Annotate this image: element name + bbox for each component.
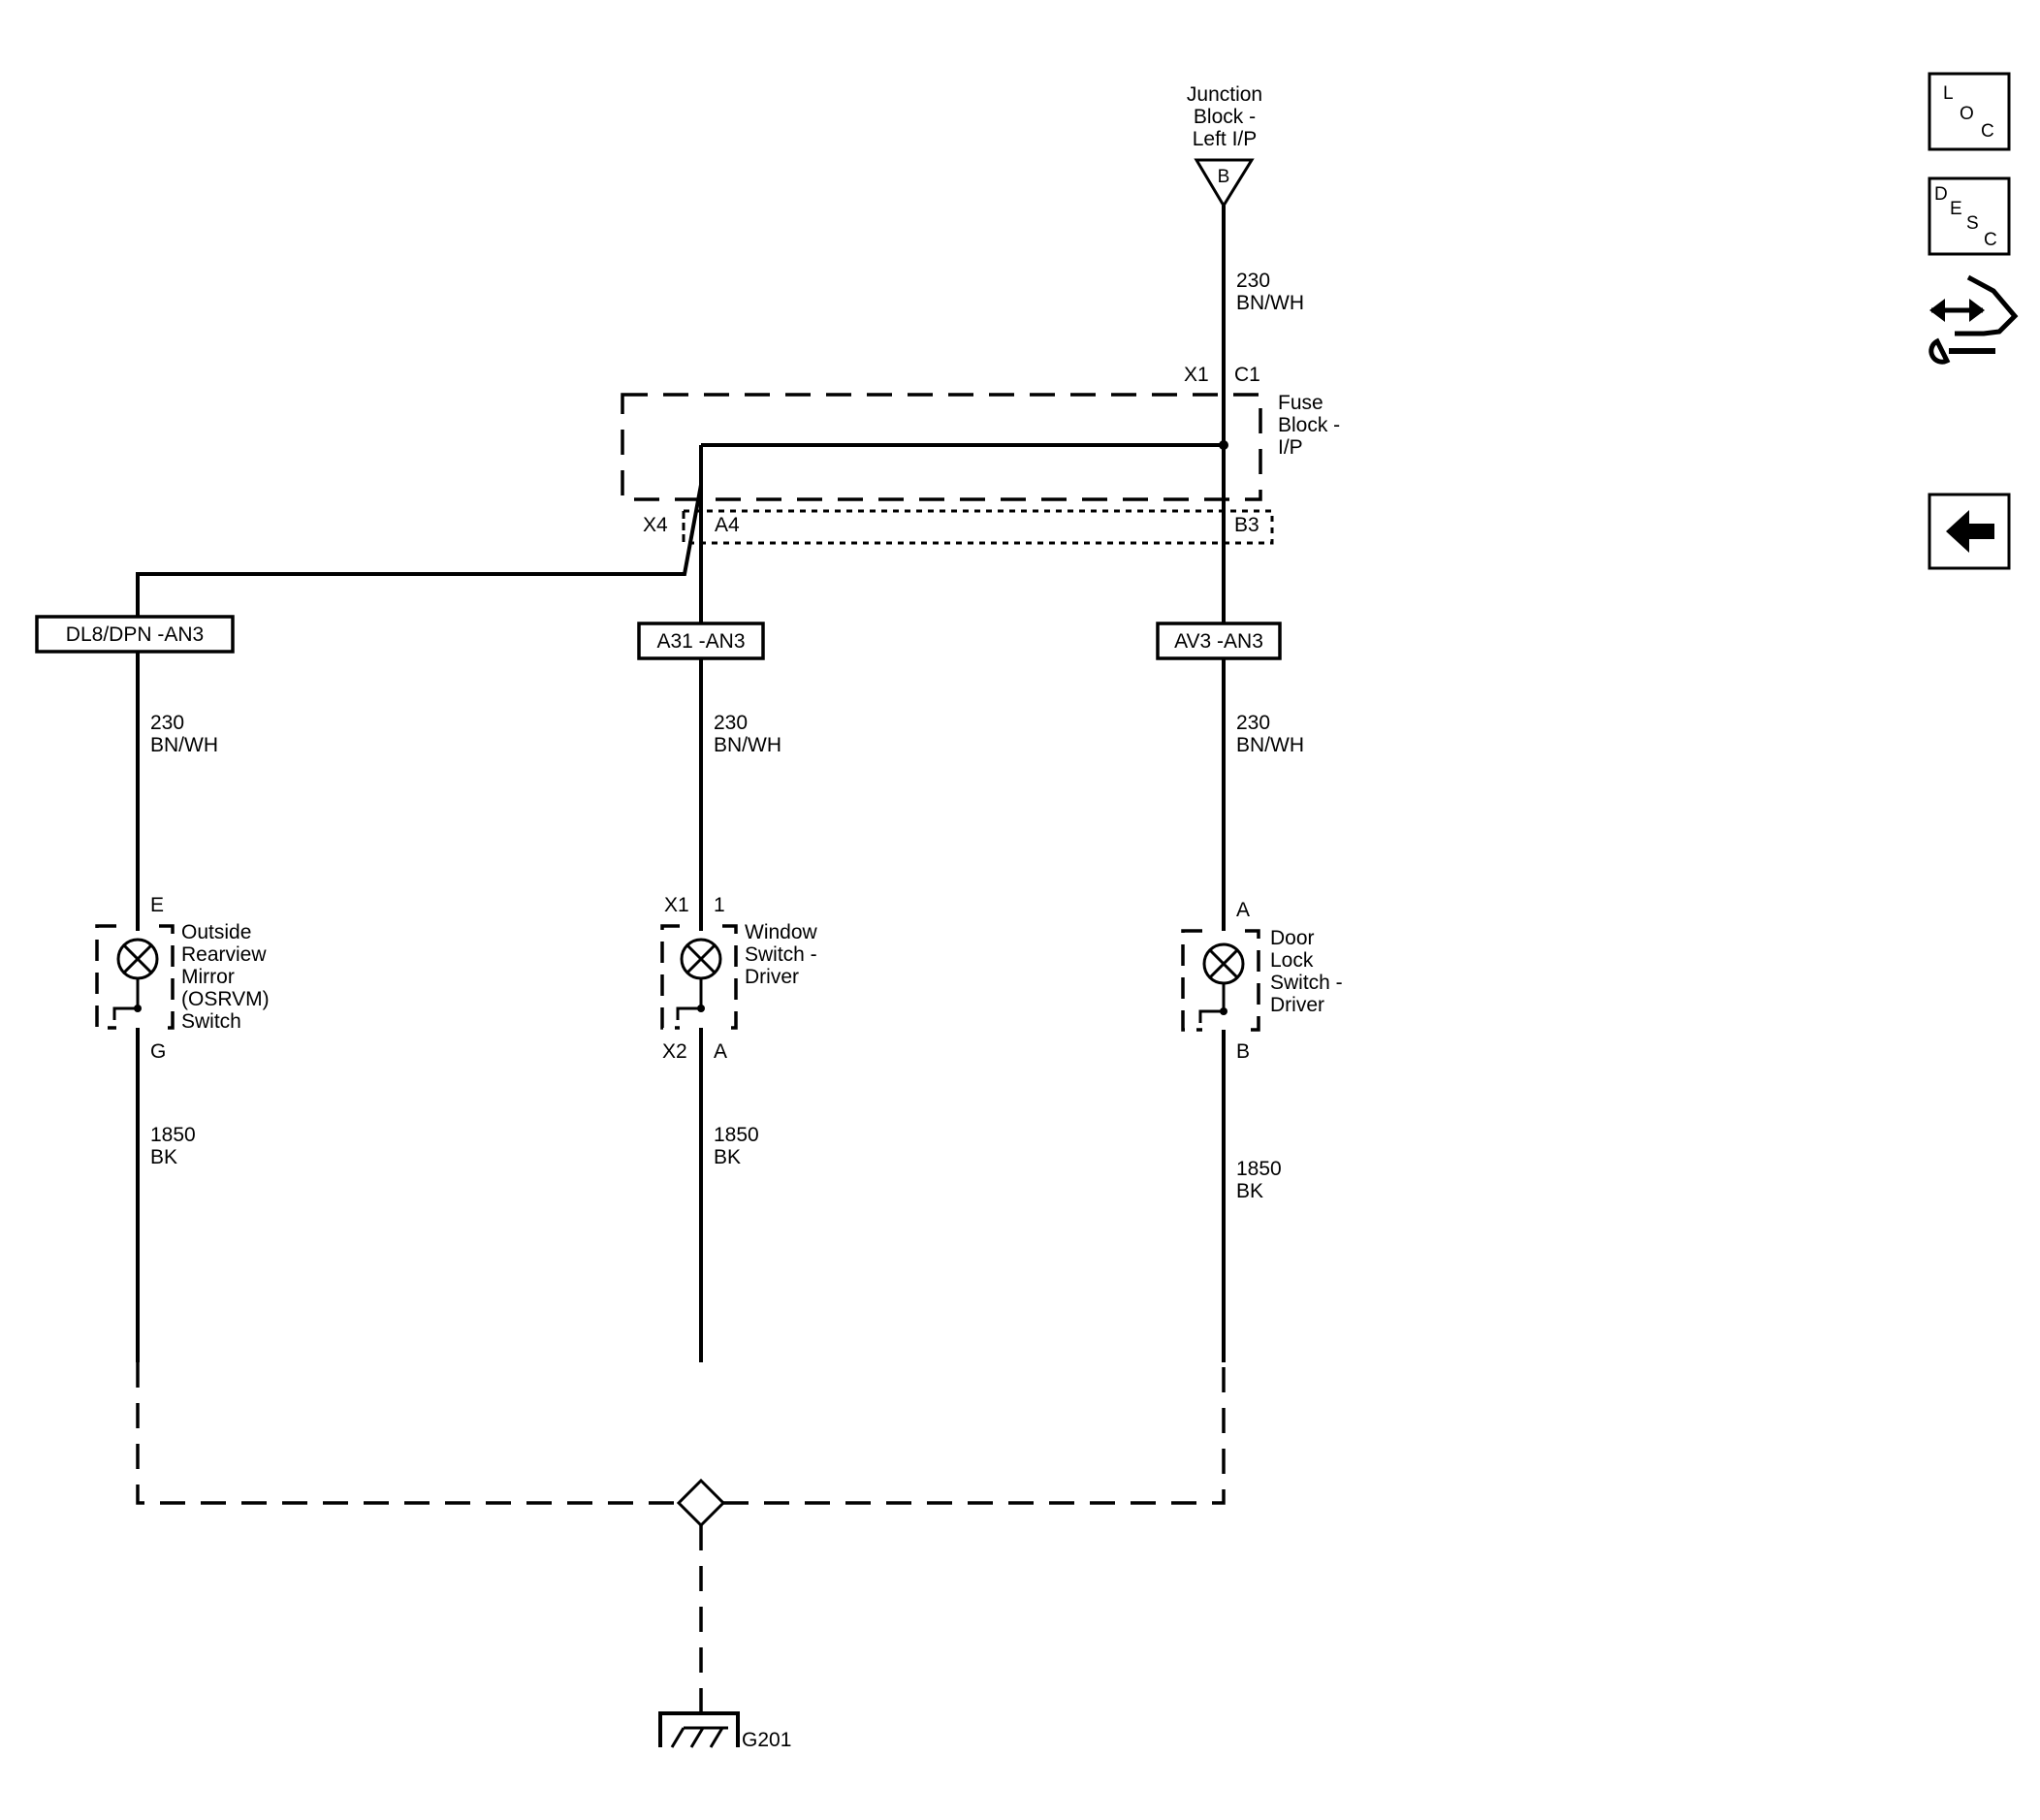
window-label-1: Window	[745, 921, 818, 943]
location-icon: L O C	[1943, 83, 1994, 142]
branch-2-gauge: 230	[714, 712, 748, 734]
fuse-block-pin-left: A4	[715, 514, 740, 536]
door-lock-label-3: Switch -	[1270, 972, 1343, 994]
fuse-block-label-line3: I/P	[1278, 436, 1303, 459]
door-lock-switch: A Door Lock Switch - Driver B	[1181, 899, 1343, 1063]
osrvm-label-4: (OSRVM)	[181, 988, 270, 1010]
fuse-block-pin-right: B3	[1234, 514, 1259, 536]
desc-letter-4: C	[1984, 230, 1997, 250]
ground-icon	[658, 1711, 740, 1747]
loc-letter-2: O	[1960, 104, 1974, 124]
option-tag-2: A31 -AN3	[637, 622, 765, 660]
branch-2-ground-color: BK	[714, 1146, 741, 1168]
window-switch-bracket	[660, 924, 738, 1030]
ground-bus-dashed	[136, 1362, 1226, 1505]
top-wire-color: BN/WH	[1236, 292, 1304, 314]
window-pin-bottom: A	[714, 1040, 727, 1063]
description-icon: D E S C	[1934, 184, 1997, 250]
door-lock-pin-top: A	[1236, 899, 1250, 921]
loc-letter-3: C	[1981, 121, 1994, 142]
door-lock-label-4: Driver	[1270, 994, 1324, 1016]
fuse-block-outline	[621, 393, 1262, 501]
window-conn-top: X1	[664, 894, 689, 916]
window-pin-top: 1	[714, 894, 725, 916]
door-lock-label-1: Door	[1270, 927, 1315, 949]
branch-1-ground-gauge: 1850	[150, 1124, 196, 1146]
desc-letter-1: D	[1934, 184, 1948, 205]
window-switch: X1 1 Window Switch - Driver X2 A	[660, 894, 818, 1063]
door-lock-pin-bottom: B	[1236, 1040, 1250, 1063]
fuse-block-label-line1: Fuse	[1278, 392, 1323, 414]
wire-a4-to-left-branch	[136, 484, 703, 625]
osrvm-contact-icon	[112, 978, 140, 1020]
branch-3-color: BN/WH	[1236, 734, 1304, 756]
branch-1-gauge: 230	[150, 712, 184, 734]
branch-2-color: BN/WH	[714, 734, 781, 756]
osrvm-label-5: Switch	[181, 1010, 241, 1033]
connector-info-button[interactable]	[1928, 274, 2019, 365]
branch-1-ground-color: BK	[150, 1146, 177, 1168]
option-tag-3: AV3 -AN3	[1156, 622, 1282, 660]
ground-g201: G201	[658, 1711, 791, 1751]
fuse-block-label-line2: Block -	[1278, 414, 1340, 436]
osrvm-pin-top: E	[150, 894, 164, 916]
top-wire-gauge: 230	[1236, 270, 1270, 292]
desc-button[interactable]: D E S C	[1928, 176, 2011, 256]
osrvm-switch-bracket	[95, 924, 175, 1030]
junction-label-line2: Block -	[1194, 106, 1256, 128]
branch-3-gauge: 230	[1236, 712, 1270, 734]
branch-1-color: BN/WH	[150, 734, 218, 756]
option-tag-1: DL8/DPN -AN3	[35, 615, 235, 654]
back-arrow-icon	[1946, 510, 1994, 553]
fuse-block-conn-top: X1	[1184, 364, 1209, 386]
fuse-block-lower-connector	[682, 509, 1274, 545]
fuse-block-pin-top: C1	[1234, 364, 1260, 386]
branch-2-ground-gauge: 1850	[714, 1124, 759, 1146]
fuse-block-conn-left: X4	[643, 514, 668, 536]
junction-pin-label: B	[1218, 167, 1230, 187]
branch-3-ground-color: BK	[1236, 1180, 1263, 1202]
osrvm-label-1: Outside	[181, 921, 251, 943]
option-tag-3-text: AV3 -AN3	[1174, 630, 1263, 653]
desc-letter-2: E	[1950, 199, 1962, 219]
window-contact-icon	[676, 978, 703, 1020]
door-lock-label-2: Lock	[1270, 949, 1314, 972]
branch-3-ground-gauge: 1850	[1236, 1158, 1282, 1180]
door-lock-contact-icon	[1198, 983, 1226, 1023]
osrvm-label-2: Rearview	[181, 943, 267, 966]
junction-block: Junction Block - Left I/P B	[1187, 83, 1262, 208]
option-tag-2-text: A31 -AN3	[656, 630, 745, 653]
fuse-block: Fuse Block - I/P X1 C1 X4 A4 B3	[621, 364, 1340, 545]
window-conn-bottom: X2	[662, 1040, 687, 1063]
desc-letter-3: S	[1966, 213, 1979, 234]
junction-label-line3: Left I/P	[1193, 128, 1258, 150]
ground-splice-diamond	[676, 1478, 726, 1528]
junction-label-line1: Junction	[1187, 83, 1262, 106]
back-button[interactable]	[1928, 493, 2011, 570]
junction-connector-triangle	[1194, 158, 1255, 208]
door-lock-switch-bracket	[1181, 929, 1260, 1032]
option-tag-1-text: DL8/DPN -AN3	[66, 623, 204, 646]
bus-splice-dot	[1219, 440, 1228, 450]
window-label-3: Driver	[745, 966, 799, 988]
connector-hand-wrench-icon	[1928, 274, 2019, 365]
window-label-2: Switch -	[745, 943, 817, 966]
loc-letter-1: L	[1943, 83, 1954, 104]
osrvm-switch: E Outside Rearview Mirror (OSRVM) Switch…	[95, 894, 270, 1063]
osrvm-pin-bottom: G	[150, 1040, 166, 1063]
loc-button[interactable]: L O C	[1928, 72, 2011, 151]
ground-name: G201	[742, 1729, 791, 1751]
osrvm-label-3: Mirror	[181, 966, 235, 988]
